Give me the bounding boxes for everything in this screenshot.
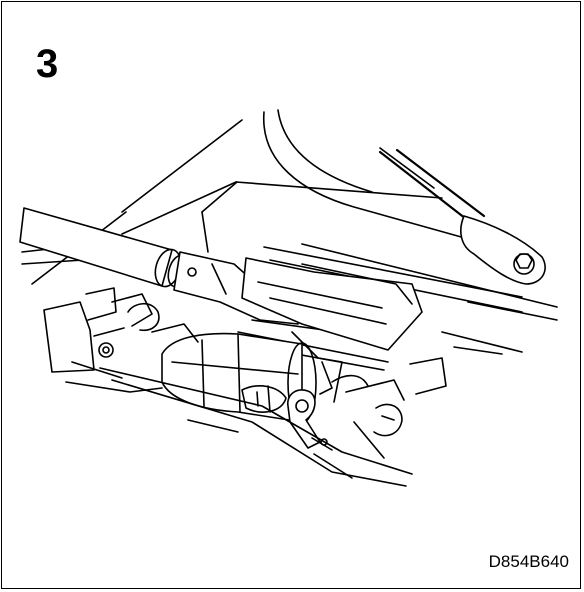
left-mount-bracket [43,287,199,393]
lower-linkage-details [99,357,447,487]
wiper-motor [161,331,343,424]
figure-code: D854B640 [488,552,569,571]
step-number: 3 [36,42,59,86]
wiper-arm [378,148,546,285]
crank-arm [287,361,333,451]
wiper-link-rod [241,257,423,351]
